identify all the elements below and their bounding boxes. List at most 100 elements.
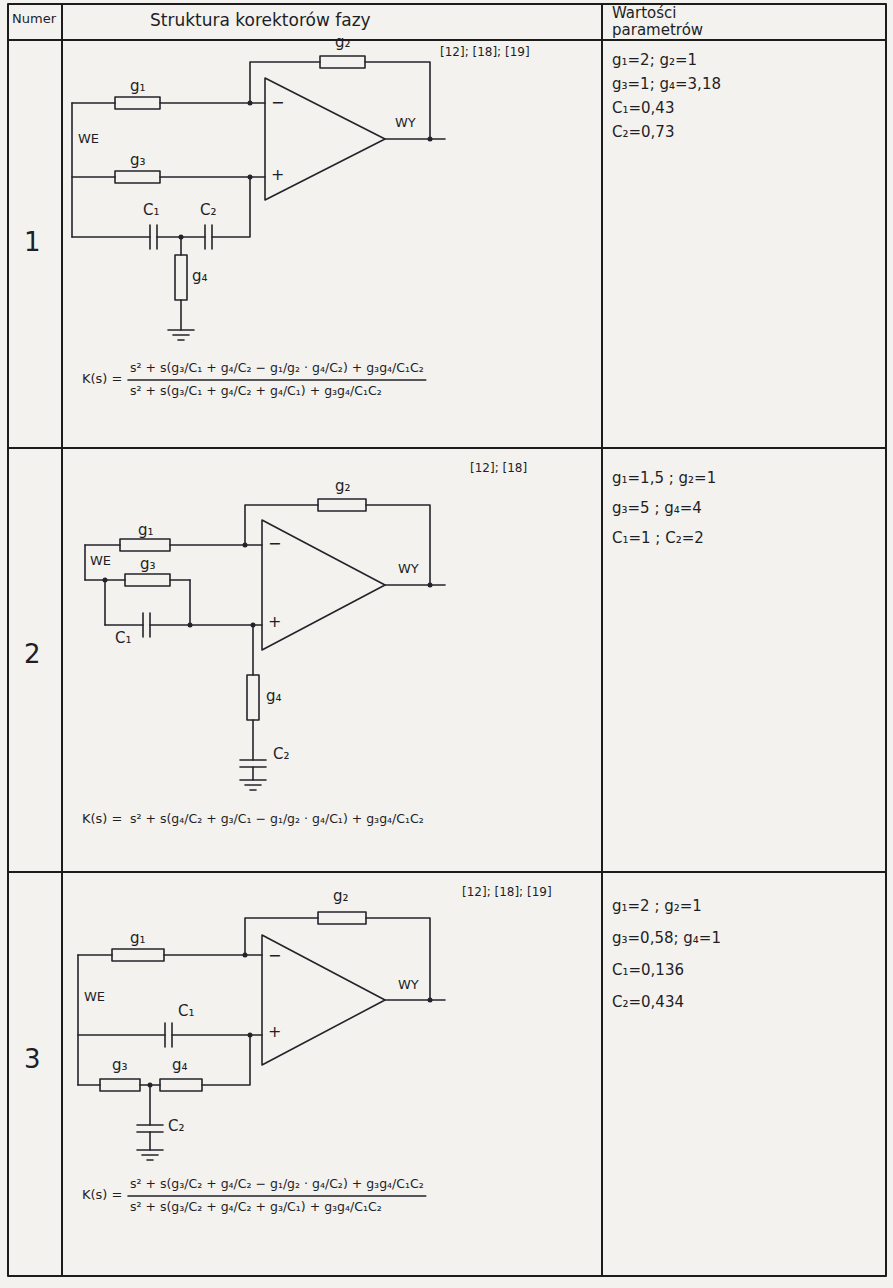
wire [85, 544, 120, 546]
wire [170, 544, 262, 546]
resistor-symbol [100, 1079, 140, 1091]
wire [240, 759, 266, 761]
parameter-value: C₁=0,43 [612, 100, 674, 117]
parameter-value: C₁=0,136 [612, 962, 684, 979]
transfer-function: K(s) = [82, 812, 122, 827]
resistor-symbol [115, 171, 160, 183]
wire [142, 613, 144, 637]
component-label: C₂ [200, 202, 217, 219]
wire [149, 225, 151, 249]
wire [170, 579, 190, 581]
component-label: g₄ [192, 268, 208, 285]
port-label: WE [84, 990, 105, 1005]
transfer-function: s² + s(g₃/C₁ + g₄/C₂ + g₄/C₁) + g₃g₄/C₁C… [130, 384, 382, 398]
resistor-symbol [115, 97, 160, 109]
component-label: g₁ [130, 78, 146, 95]
wire [365, 62, 430, 139]
resistor-symbol [125, 574, 170, 586]
component-label: C₂ [168, 1118, 185, 1135]
row-number: 1 [24, 228, 41, 258]
input-sign: − [268, 947, 281, 965]
wire [240, 779, 266, 781]
wire [105, 579, 125, 581]
component-label: g₂ [335, 478, 351, 495]
wire [72, 176, 115, 178]
resistor-symbol [318, 499, 366, 511]
resistor-symbol [318, 912, 366, 924]
input-sign: − [271, 94, 284, 112]
wire [72, 236, 150, 238]
resistor-symbol [112, 949, 164, 961]
fraction-bar [128, 379, 426, 381]
wire [250, 789, 256, 791]
wire [173, 334, 189, 336]
reference-list: [12]; [18] [470, 462, 527, 476]
parameter-value: g₁=1,5 ; g₂=1 [612, 470, 716, 487]
circuit-one [72, 56, 445, 380]
wire [78, 954, 112, 956]
input-sign: − [268, 535, 281, 553]
component-label: g₁ [130, 930, 146, 947]
junction-dot [428, 137, 433, 142]
wire [71, 103, 73, 237]
transfer-function: K(s) = [82, 1188, 122, 1203]
resistor-symbol [8, 4, 886, 1276]
wire [137, 1149, 163, 1151]
wire [150, 624, 190, 626]
wire [137, 1124, 163, 1126]
column-header: Struktura korektorów fazy [150, 11, 371, 31]
column-header: Numer [12, 12, 56, 27]
transfer-function: s² + s(g₃/C₂ + g₄/C₂ + g₃/C₁) + g₃g₄/C₁C… [130, 1200, 382, 1214]
wire [252, 625, 254, 675]
op-amp-symbol [265, 78, 385, 200]
parameter-value: g₁=2 ; g₂=1 [612, 898, 702, 915]
wire [8, 447, 886, 449]
wire [104, 580, 106, 625]
wire [85, 579, 105, 581]
resistor-symbol [247, 675, 259, 720]
component-label: C₁ [115, 630, 132, 647]
resistor-symbol [320, 56, 365, 68]
wire [250, 62, 320, 103]
junction-dot [428, 583, 433, 588]
reference-list: [12]; [18]; [19] [462, 886, 552, 900]
parameter-value: C₂=0,434 [612, 994, 684, 1011]
row-number: 2 [24, 640, 41, 670]
parameter-value: g₃=5 ; g₄=4 [612, 500, 702, 517]
table-grid [8, 4, 886, 1276]
wire [78, 1084, 100, 1086]
wire [8, 39, 886, 41]
wire [168, 329, 194, 331]
resistor-symbol [120, 539, 170, 551]
junction-dot [428, 998, 433, 1003]
wire [245, 918, 318, 955]
circuit-two [85, 499, 445, 790]
column-header: Wartości parametrów [612, 5, 762, 40]
transfer-function: s² + s(g₄/C₂ + g₃/C₁ − g₁/g₂ · g₄/C₁) + … [130, 812, 424, 826]
input-sign: + [268, 613, 281, 631]
wire [245, 505, 318, 545]
wire [601, 4, 603, 1276]
junction-dot [103, 578, 108, 583]
transfer-function: K(s) = [82, 372, 122, 387]
wire [212, 177, 250, 237]
wire [72, 102, 115, 104]
wire [385, 999, 445, 1001]
component-label: C₁ [178, 1003, 195, 1020]
wire [8, 871, 886, 873]
component-label: g₂ [335, 34, 351, 51]
resistor-symbol [160, 1079, 202, 1091]
wire [366, 918, 430, 1000]
wire [252, 720, 254, 760]
reference-list: [12]; [18]; [19] [440, 46, 530, 60]
parameter-value: g₁=2; g₂=1 [612, 52, 697, 69]
parameter-value: g₃=0,58; g₄=1 [612, 930, 721, 947]
wire [149, 1132, 151, 1150]
input-sign: + [268, 1023, 281, 1041]
junction-dot [248, 175, 253, 180]
component-label: g₄ [172, 1057, 188, 1074]
wire [252, 767, 254, 780]
